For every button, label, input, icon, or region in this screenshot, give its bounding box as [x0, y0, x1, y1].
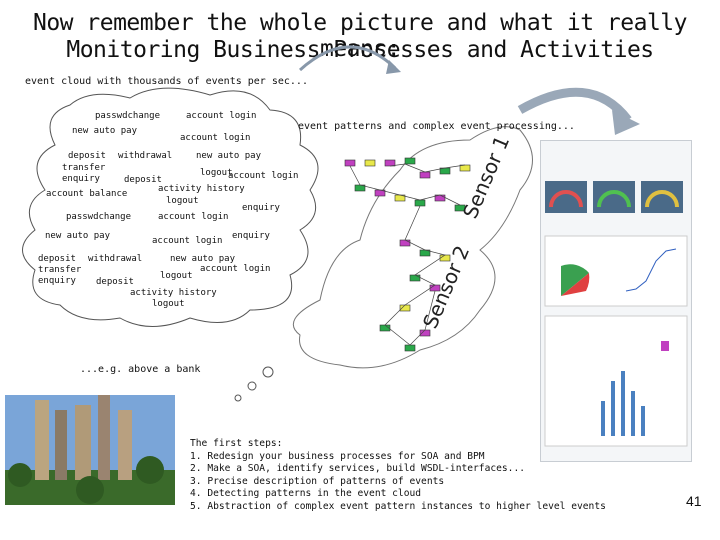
event-label: deposit [38, 254, 76, 264]
event-label: new auto pay [45, 231, 111, 241]
event-label: new auto pay [72, 126, 138, 136]
page-number: 41 [686, 493, 702, 509]
event-label: logout [160, 271, 193, 281]
event-label: transfer [38, 265, 82, 275]
thought-dot-1 [262, 366, 274, 378]
step-item: 1. Redesign your business processes for … [190, 450, 485, 462]
event-label: withdrawal [118, 151, 173, 161]
patterns-caption: event patterns and complex event process… [298, 121, 575, 132]
event-label: activity history [158, 184, 245, 194]
event-label: withdrawal [88, 254, 143, 264]
thought-dot-3 [234, 394, 242, 402]
thought-dot-2 [247, 381, 257, 391]
event-label: enquiry [232, 231, 270, 241]
event-label: activity history [130, 288, 217, 298]
event-label: logout [200, 168, 233, 178]
event-label: passwdchange [66, 212, 132, 222]
event-label: logout [166, 196, 199, 206]
event-label: enquiry [62, 174, 100, 184]
step-item: 4. Detecting patterns in the event cloud [190, 488, 422, 499]
step-item: 2. Make a SOA, identify services, build … [190, 463, 526, 474]
slide-title-line2: Monitoring Business Processes and Activi… [66, 37, 654, 63]
event-label: account login [228, 171, 299, 181]
event-label: new auto pay [170, 254, 236, 264]
event-cloud [22, 87, 319, 327]
cloud-caption: event cloud with thousands of events per… [25, 76, 308, 87]
event-label: enquiry [242, 203, 280, 213]
dashboard-panel [540, 140, 692, 462]
event-label: transfer [62, 163, 106, 173]
event-label: enquiry [38, 276, 76, 286]
event-label: passwdchange [95, 111, 161, 121]
event-label: new auto pay [196, 151, 262, 161]
step-item: 5. Abstraction of complex event pattern … [190, 500, 606, 512]
event-label: account login [180, 133, 251, 143]
title-arrow-head [386, 60, 401, 74]
event-label: deposit [124, 175, 162, 185]
step-item: 3. Precise description of patterns of ev… [190, 475, 445, 487]
first-steps-list: The first steps: 1. Redesign your busine… [190, 438, 606, 513]
title-curved-arrow [298, 45, 397, 72]
bank-caption: ...e.g. above a bank [80, 364, 201, 375]
event-label: account login [152, 236, 223, 246]
event-label: account login [200, 264, 271, 274]
event-label: account login [158, 212, 229, 222]
event-label: deposit [96, 277, 134, 287]
dashboard-graphics [544, 181, 688, 447]
event-label: account balance [46, 189, 128, 199]
patterns-curved-arrow [517, 87, 632, 123]
process-flow-links [349, 163, 466, 346]
sensor-bubble [292, 126, 533, 369]
event-label: account login [186, 111, 257, 121]
slide-title-line1: Now remember the whole picture and what … [32, 10, 688, 62]
patterns-arrow-head [612, 110, 640, 135]
steps-heading: The first steps: [190, 438, 283, 449]
event-label: logout [152, 299, 185, 309]
event-label: deposit [68, 151, 106, 161]
